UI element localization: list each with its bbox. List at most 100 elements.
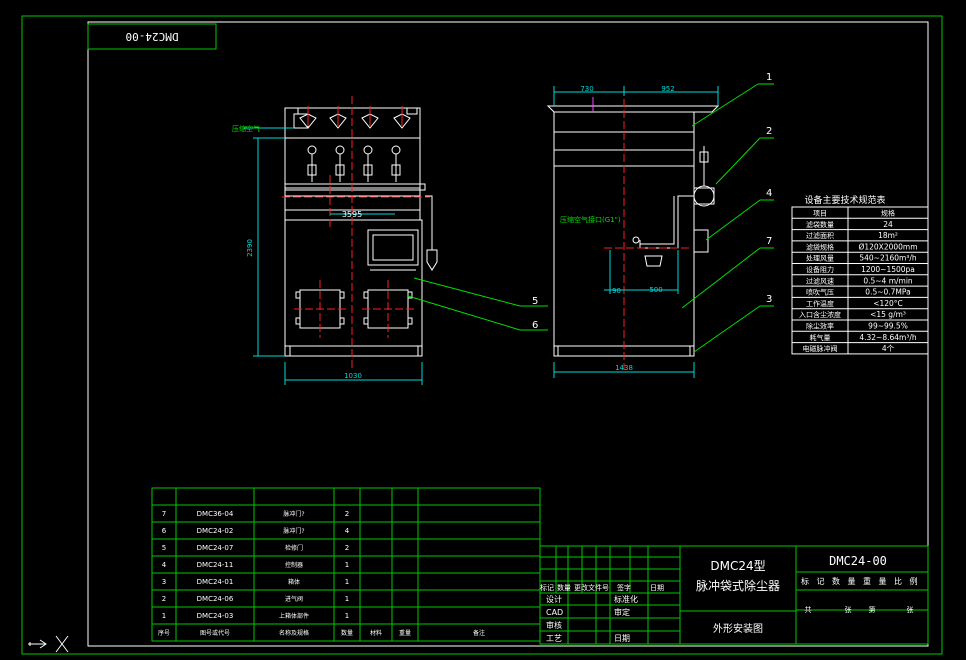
title-block-header-label: 重 [863, 576, 871, 586]
parts-row-name: 上箱体部件 [279, 612, 309, 620]
specs-row-value: 4.32~8.64m³/h [859, 333, 917, 342]
specs-row-value: 18m² [878, 231, 898, 240]
specs-row-value: 99~99.5% [868, 322, 908, 331]
side-dim-top-left: 730 [580, 85, 593, 93]
specs-row-item: 耗气量 [810, 333, 831, 342]
specs-row-item: 电磁脉冲阀 [803, 344, 838, 353]
parts-row-no: 3 [162, 578, 166, 586]
parts-header-col: 材料 [370, 629, 382, 637]
front-dim-width: 1030 [344, 372, 362, 380]
parts-row-code: DMC24-01 [197, 578, 234, 586]
front-dim-height: 2390 [246, 239, 254, 257]
title-block-header-label: 量 [879, 577, 887, 586]
parts-row-code: DMC24-06 [197, 595, 234, 603]
specs-row-item: 过滤面积 [806, 231, 834, 240]
parts-header-col: 图号或代号 [200, 629, 230, 637]
parts-row-name: 检修门 [285, 544, 303, 552]
product-model: DMC24型 [710, 559, 765, 573]
parts-row-name: 箱体 [288, 578, 300, 586]
specs-row-value: <120°C [873, 299, 903, 308]
callout-1: 1 [766, 72, 772, 83]
side-dim-width: 1438 [615, 364, 633, 372]
parts-row-qty: 1 [345, 561, 349, 569]
specs-row-value: 1200~1500pa [861, 265, 915, 274]
title-block-header-label: 比 [894, 576, 902, 586]
specs-row-value: Ø120X2000mm [858, 242, 917, 251]
title-block-sheet-label: 第 [869, 605, 876, 614]
revision-header-1: 标记 [540, 583, 554, 592]
product-name: 脉冲袋式除尘器 [696, 578, 780, 593]
inner-frame [87, 21, 929, 647]
specs-row-value: <15 g/m³ [870, 310, 906, 319]
front-inlet-label: 压缩空气 [232, 124, 260, 133]
specs-row-value: 0.5~0.7MPa [865, 288, 910, 297]
title-block-sheet-label: 张 [845, 605, 852, 614]
signoff-cad: CAD [546, 608, 563, 617]
specs-row-item: 过滤风速 [806, 276, 834, 285]
revision-header-4: 签字 [617, 583, 631, 592]
parts-row-no: 2 [162, 595, 166, 603]
side-dim-small: 90 [612, 287, 621, 295]
parts-row-code: DMC24-07 [197, 544, 234, 552]
parts-row-code: DMC24-03 [197, 612, 234, 620]
code-stamp-box [87, 23, 217, 50]
signoff-design: 设计 [546, 594, 562, 604]
front-view [244, 96, 438, 385]
parts-row-no: 6 [162, 527, 167, 535]
specs-row-item: 除尘效率 [806, 322, 834, 331]
parts-row-qty: 2 [345, 544, 349, 552]
outer-frame [21, 15, 943, 655]
signoff-process: 工艺 [546, 634, 562, 643]
specs-row-item: 处理风量 [806, 254, 834, 263]
side-dim-mid: 500 [649, 286, 662, 294]
parts-row-no: 5 [162, 544, 166, 552]
callout-7: 7 [766, 236, 772, 247]
front-dim-mid: 3595 [342, 210, 362, 219]
parts-row-code: DMC36-04 [197, 510, 234, 518]
revision-header-5: 日期 [650, 584, 664, 592]
specs-row-value: 540~2160m³/h [859, 254, 917, 263]
signoff-approve: 审定 [614, 607, 630, 617]
callout-3: 3 [766, 294, 772, 305]
parts-header-col: 序号 [158, 629, 170, 637]
specs-row-item: 设备阻力 [806, 265, 834, 274]
specs-table-title: 设备主要技术规范表 [804, 194, 885, 206]
callout-leaders [407, 83, 774, 353]
parts-row-name: 脉冲门? [283, 527, 304, 535]
parts-row-code: DMC24-11 [197, 561, 234, 569]
ucs-axis-icon [28, 635, 69, 653]
title-block-header-label: 数 [832, 576, 840, 586]
parts-header-col: 名称及规格 [279, 629, 309, 637]
parts-row-qty: 1 [345, 578, 349, 586]
title-block-sheet-label: 张 [907, 605, 914, 614]
side-view [546, 86, 720, 378]
title-block-header-label: 量 [848, 577, 856, 586]
parts-row-code: DMC24-02 [197, 527, 234, 535]
specs-row-item: 喷吹气压 [806, 288, 834, 297]
parts-row-name: 进气阀 [285, 595, 303, 603]
parts-row-qty: 1 [345, 612, 349, 620]
signoff-review: 审核 [546, 620, 562, 630]
specs-row-value: 24 [883, 220, 893, 229]
revision-header-2: 数量 [557, 583, 571, 592]
specs-header-value: 规格 [881, 209, 895, 218]
parts-header-col: 数量 [341, 629, 353, 637]
drawing-number: DMC24-00 [829, 554, 887, 568]
specs-row-item: 滤袋规格 [806, 242, 834, 251]
specs-row-value: 0.5~4 m/min [863, 276, 913, 285]
parts-row-no: 4 [162, 561, 167, 569]
parts-header-col: 重量 [399, 629, 411, 637]
parts-row-name: 脉冲门? [283, 510, 304, 518]
specs-row-value: 4个 [882, 344, 895, 353]
parts-row-name: 控制器 [285, 561, 303, 569]
parts-header-col: 备注 [473, 629, 485, 637]
title-block: 标记 数量 更改文件号 签字 日期 设计 CAD 审核 工艺 标准化 审定 日期… [539, 545, 929, 645]
callout-6: 6 [532, 320, 538, 331]
parts-row-qty: 1 [345, 595, 349, 603]
specs-header-item: 项目 [813, 210, 827, 218]
code-stamp-text: DMC24-00 [126, 30, 179, 43]
side-compressed-air-label: 压缩空气接口(G1") [560, 215, 621, 224]
